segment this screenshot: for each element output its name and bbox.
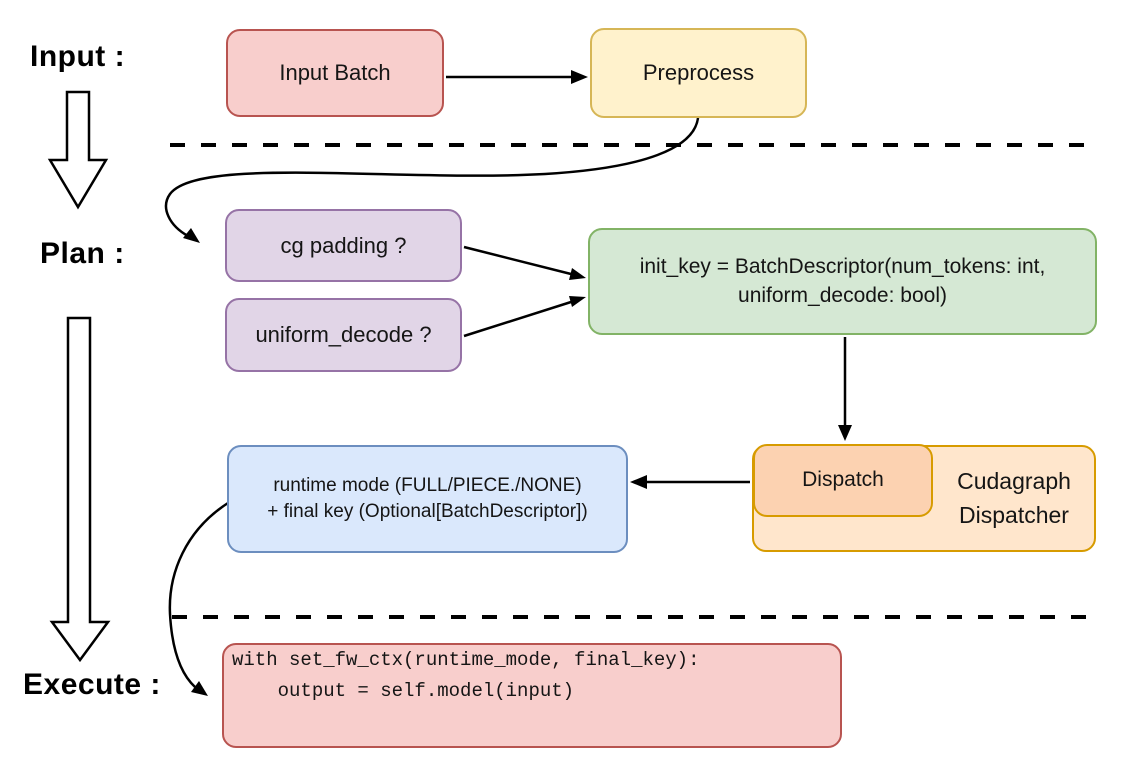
arrow-input-batch-to-preprocess — [446, 70, 588, 84]
node-runtime-result: runtime mode (FULL/PIECE./NONE) + final … — [227, 445, 628, 553]
stage-arrow-input-to-plan — [47, 90, 109, 210]
arrow-dispatch-to-runtime-result — [630, 475, 750, 489]
node-dispatch-label: Dispatch — [802, 468, 884, 492]
node-input-batch: Input Batch — [226, 29, 444, 117]
stage-arrow-plan-to-execute — [49, 316, 111, 663]
node-preprocess: Preprocess — [590, 28, 807, 118]
node-init-key-line2: uniform_decode: bool) — [738, 283, 947, 307]
stage-label-input: Input : — [30, 40, 126, 73]
node-init-key-line1: init_key = BatchDescriptor(num_tokens: i… — [639, 255, 1046, 279]
node-cg-padding-label: cg padding ? — [280, 232, 407, 258]
arrow-init-key-to-dispatch — [838, 337, 852, 441]
arrow-cg-padding-to-init-key — [463, 245, 586, 280]
node-preprocess-label: Preprocess — [642, 60, 755, 86]
node-runtime-result-line1: runtime mode (FULL/PIECE./NONE) — [273, 475, 582, 497]
node-cg-padding: cg padding ? — [225, 209, 462, 282]
node-execute-code-line2: output = self.model(input) — [232, 680, 575, 703]
node-input-batch-label: Input Batch — [279, 60, 391, 86]
node-cudagraph-dispatcher-label: Cudagraph Dispatcher — [957, 468, 1071, 528]
arrow-runtime-result-to-execute-code — [168, 501, 229, 696]
node-init-key: init_key = BatchDescriptor(num_tokens: i… — [588, 228, 1097, 335]
arrow-uniform-decode-to-init-key — [463, 296, 586, 338]
node-runtime-result-line2: + final key (Optional[BatchDescriptor]) — [267, 501, 588, 522]
node-dispatch: Dispatch — [753, 444, 933, 517]
stage-label-plan: Plan : — [40, 237, 125, 270]
node-execute-code: with set_fw_ctx(runtime_mode, final_key)… — [222, 643, 842, 748]
node-execute-code-line1: with set_fw_ctx(runtime_mode, final_key)… — [232, 649, 700, 671]
node-uniform-decode-label: uniform_decode ? — [255, 322, 432, 348]
stage-label-execute: Execute : — [23, 668, 161, 701]
node-uniform-decode: uniform_decode ? — [225, 298, 462, 372]
